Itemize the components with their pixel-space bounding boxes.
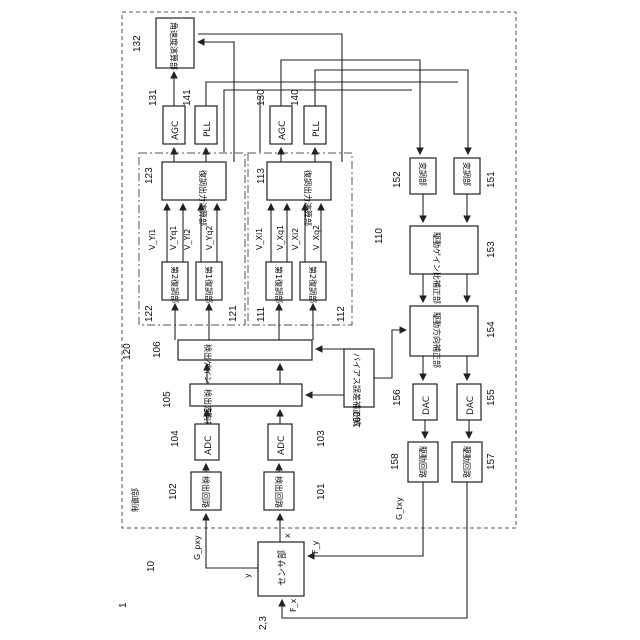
agc-label-b: AGC (278, 121, 288, 140)
modulator-label-b: 変調部 (462, 162, 472, 186)
ref-141: 141 (182, 89, 193, 106)
ref-151: 151 (486, 171, 497, 188)
signal-x: x (283, 533, 292, 538)
ref-155: 155 (486, 389, 497, 406)
modulator-label-a: 変調部 (418, 162, 428, 186)
ref-158: 158 (390, 453, 401, 470)
ref-112: 112 (336, 306, 347, 322)
second-demod-label-a: 第2復調部 (170, 266, 180, 303)
signal-vxi2: V_Xi2 (291, 228, 300, 250)
signal-gpxy: G_pxy (193, 535, 202, 560)
drive-gain-correction-box (410, 226, 478, 274)
signal-vyi1: V_Yi1 (148, 229, 157, 250)
detection-gain-correction-box (178, 340, 312, 360)
first-demod-label-a: 第1復調部 (204, 266, 214, 303)
drive-direction-correction-label: 駆動方向補正部 (432, 312, 442, 368)
signal-y: y (243, 573, 252, 578)
ref-157: 157 (486, 453, 497, 470)
pll-label-a: PLL (203, 122, 213, 137)
ref-101: 101 (316, 483, 327, 500)
ref-10: 10 (146, 560, 157, 572)
ref-131: 131 (148, 89, 159, 106)
demod-output-label-a: 復調出力演算部 (198, 170, 208, 226)
ref-160: 160 (352, 411, 363, 428)
second-demod-label-b: 第2復調部 (308, 266, 318, 303)
sensor-unit-label: センサ部 (276, 550, 288, 586)
signal-vxq2: V_Xq2 (312, 225, 321, 250)
signal-vxq1: V_Xq1 (276, 225, 285, 250)
ref-104: 104 (170, 430, 181, 447)
signal-fy: F_y (311, 540, 320, 554)
dac-label-b: DAC (466, 396, 476, 415)
ref-130: 130 (256, 89, 267, 106)
detection-circuit-label-a: 検出回路 (201, 476, 211, 508)
ref-123: 123 (144, 167, 155, 184)
ref-154: 154 (486, 321, 497, 338)
ref-121: 121 (228, 305, 239, 322)
detection-circuit-label-b: 検出回路 (274, 476, 284, 508)
adc-label-b: ADC (277, 436, 287, 455)
ref-1: 1 (118, 602, 129, 608)
angular-velocity-unit-label: 角速度演算部 (169, 22, 179, 70)
demod-output-box-a (162, 162, 226, 200)
signal-fx: F_x (289, 598, 298, 612)
wire-pll-b-to-mod (315, 70, 468, 154)
ref-23: 2,3 (258, 616, 269, 630)
signal-vxi1: V_Xi1 (255, 228, 264, 250)
ref-113: 113 (256, 168, 267, 184)
drive-circuit-label-a: 駆動回路 (418, 446, 428, 478)
ref-120: 120 (122, 343, 133, 360)
ref-153: 153 (486, 241, 497, 258)
demod-output-box-b (267, 162, 331, 200)
ref-132: 132 (132, 35, 143, 52)
ref-110: 110 (374, 228, 385, 244)
wire-gain-to-bias (374, 330, 406, 378)
ref-105: 105 (162, 391, 173, 408)
pll-label-b: PLL (312, 122, 322, 137)
adc-label-a: ADC (204, 436, 214, 455)
ref-156: 156 (392, 389, 403, 406)
wire-agc-b-to-mod (281, 60, 420, 154)
first-demod-label-b: 第1復調部 (274, 266, 284, 303)
signal-vyi2: V_Yi2 (183, 229, 192, 250)
ref-106: 106 (152, 341, 163, 358)
wire-sensor-y (206, 514, 258, 568)
drive-circuit-label-b: 駆動回路 (462, 446, 472, 478)
signal-vyq2: V_Yq2 (205, 225, 214, 250)
ref-152: 152 (392, 171, 403, 188)
signal-vyq1: V_Yq1 (169, 225, 178, 250)
ref-103: 103 (316, 430, 327, 447)
agc-label-a: AGC (171, 121, 181, 140)
ref-122: 122 (144, 305, 155, 322)
control-unit-label: 制御部 (130, 488, 140, 512)
ref-140: 140 (290, 89, 301, 106)
drive-gain-correction-label: 駆動ゲイン比補正部 (432, 232, 442, 304)
dac-label-a: DAC (422, 396, 432, 415)
ref-111: 111 (256, 306, 267, 322)
ref-102: 102 (168, 483, 179, 500)
wire-drive-b-to-sensor (282, 482, 467, 618)
signal-gtxy: G_txy (395, 497, 404, 520)
drive-direction-correction-box (410, 306, 478, 356)
